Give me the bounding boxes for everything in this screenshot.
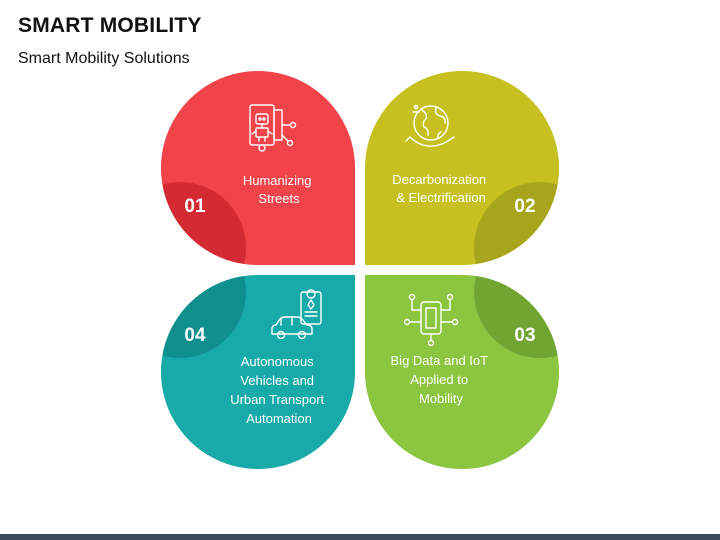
petal-01-number: 01	[184, 196, 206, 217]
petal-02-number: 02	[514, 196, 535, 217]
petal-04-label-line: Autonomous	[241, 354, 314, 369]
phone-circuit-icon	[403, 293, 459, 347]
petal-03-number: 03	[514, 325, 535, 346]
robot-icon	[249, 104, 297, 152]
page-subtitle: Smart Mobility Solutions	[18, 50, 190, 67]
petal-04-label-line: Automation	[246, 411, 312, 426]
petal-01-label: Humanizing Streets	[243, 173, 315, 206]
petal-04-number: 04	[184, 325, 206, 346]
footer-bar	[0, 534, 720, 540]
globe-hand-icon	[405, 104, 455, 147]
petal-01-label-line: Streets	[258, 191, 300, 206]
petal-04-label-line: Urban Transport	[230, 392, 324, 407]
petal-02-label-line: Decarbonization	[392, 172, 486, 187]
petal-02-label-line: & Electrification	[396, 190, 486, 205]
petal-03-label-line: Big Data and IoT	[391, 353, 489, 368]
petal-04-label-line: Vehicles and	[240, 373, 314, 388]
petal-03-label: Big Data and IoT Applied to Mobility	[391, 353, 492, 406]
car-map-icon	[271, 289, 322, 340]
petal-02-label: Decarbonization & Electrification	[392, 172, 490, 205]
petal-01-label-line: Humanizing	[243, 173, 312, 188]
petal-04-label: Autonomous Vehicles and Urban Transport …	[230, 354, 328, 426]
page-title: SMART MOBILITY	[18, 14, 202, 37]
petal-03-label-line: Mobility	[419, 391, 464, 406]
petal-03-label-line: Applied to	[410, 372, 468, 387]
